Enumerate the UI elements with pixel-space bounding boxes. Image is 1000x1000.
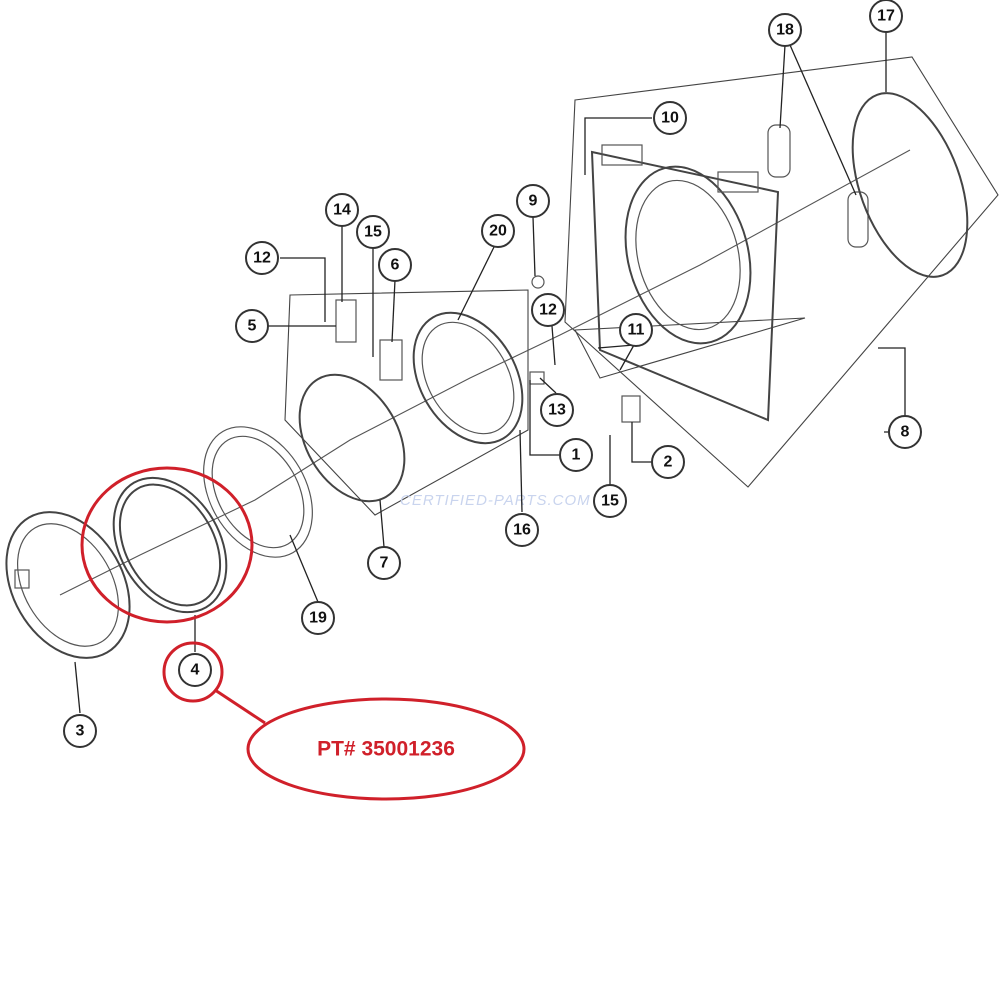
front-panel-base-outline: [574, 317, 806, 379]
gasket-highlight-circle: [80, 466, 254, 624]
callout-7: 7: [367, 546, 401, 580]
svg-text:12: 12: [539, 302, 557, 319]
svg-text:15: 15: [601, 493, 619, 510]
svg-text:19: 19: [309, 610, 327, 627]
part-highlight-annotation: PT# 35001236: [80, 466, 526, 801]
callout-16: 16: [505, 513, 539, 547]
svg-text:20: 20: [489, 223, 507, 240]
callout-4: 4: [178, 653, 212, 687]
door-frame-assembly-outline: [284, 289, 529, 516]
svg-text:10: 10: [661, 110, 679, 127]
door-ring-part: [298, 373, 406, 503]
highlight-connector-line: [214, 688, 266, 725]
svg-text:15: 15: [364, 224, 382, 241]
callout-13: 13: [540, 393, 574, 427]
svg-text:3: 3: [76, 723, 85, 740]
outer-door-part: [5, 511, 131, 659]
rear-gasket-ring-part: [851, 92, 969, 278]
svg-text:17: 17: [877, 8, 895, 25]
svg-text:9: 9: [529, 193, 538, 210]
callout-12-left: 12: [245, 241, 279, 275]
upper-bracket-part: [767, 124, 791, 178]
svg-text:5: 5: [248, 318, 257, 335]
cabinet-assembly-outline: [564, 56, 999, 488]
latch-part: [621, 395, 641, 423]
inner-door-ring-part: [203, 426, 313, 558]
callout-19: 19: [301, 601, 335, 635]
clip-part: [529, 371, 545, 385]
callout-6: 6: [378, 248, 412, 282]
hinge-bracket-part: [335, 299, 357, 343]
svg-text:13: 13: [548, 402, 566, 419]
callout-15-upper: 15: [356, 215, 390, 249]
callout-5: 5: [235, 309, 269, 343]
svg-text:8: 8: [901, 424, 910, 441]
callout-2: 2: [651, 445, 685, 479]
assembly-axis-line: [59, 149, 911, 596]
svg-text:7: 7: [380, 555, 389, 572]
callout-4-highlight-circle: [162, 641, 224, 703]
svg-text:18: 18: [776, 22, 794, 39]
screw-part: [531, 275, 545, 289]
door-gasket-part: [112, 476, 228, 614]
callout-20: 20: [481, 214, 515, 248]
hinge-plate-part: [379, 339, 403, 381]
svg-text:2: 2: [664, 454, 673, 471]
callout-8: 8: [888, 415, 922, 449]
lower-bracket-part: [847, 191, 869, 248]
callout-1: 1: [559, 438, 593, 472]
callout-18: 18: [768, 13, 802, 47]
svg-text:11: 11: [628, 322, 645, 339]
svg-text:14: 14: [333, 202, 351, 219]
svg-text:16: 16: [513, 522, 531, 539]
callout-12-right: 12: [531, 293, 565, 327]
callout-17: 17: [869, 0, 903, 33]
callout-10: 10: [653, 101, 687, 135]
callout-3: 3: [63, 714, 97, 748]
svg-text:1: 1: [572, 447, 581, 464]
callout-15-lower: 15: [593, 484, 627, 518]
leader-lines: [74, 32, 906, 714]
callout-9: 9: [516, 184, 550, 218]
svg-text:12: 12: [253, 250, 271, 267]
svg-text:6: 6: [391, 257, 400, 274]
svg-text:4: 4: [191, 662, 200, 679]
hinge-ring-part: [412, 311, 524, 445]
part-number-highlight-oval: [246, 697, 526, 801]
watermark: CERTIFIED-PARTS.COM: [400, 492, 591, 509]
callout-14: 14: [325, 193, 359, 227]
callout-11: 11: [619, 313, 653, 347]
part-number-label: PT# 35001236: [317, 738, 455, 761]
front-panel-part: [590, 144, 780, 422]
